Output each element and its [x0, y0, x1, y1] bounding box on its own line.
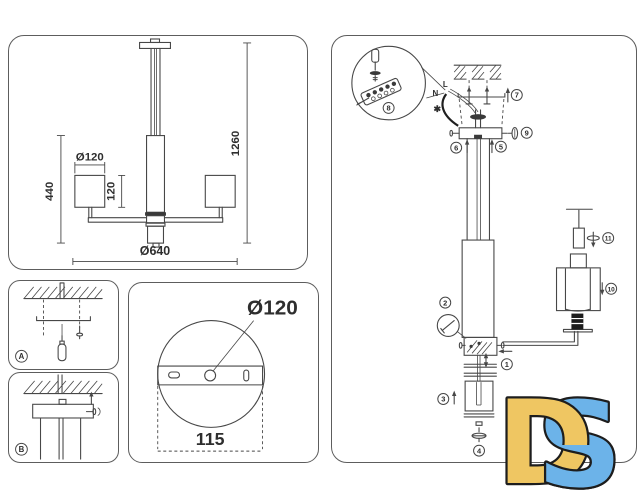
- central-column: [461, 138, 495, 338]
- step-10-label: 10: [608, 286, 616, 293]
- dimension-lines: Ø120 440 120 1260 Ø640: [44, 42, 252, 266]
- socket-black: [571, 313, 584, 330]
- dim-shade-diameter: Ø120: [76, 151, 104, 163]
- step-8-label: 8: [387, 104, 391, 113]
- dim-arm-section-height: 440: [44, 182, 56, 201]
- slot-left: [168, 371, 181, 379]
- detail-b-label: B: [19, 445, 25, 454]
- mounting-bar: [157, 365, 264, 386]
- up-arrow: [89, 391, 94, 405]
- step-3-arrow: [452, 390, 457, 405]
- panel-detail-b: B: [8, 372, 119, 463]
- step-badge: [520, 126, 533, 139]
- step-1-label: 1: [505, 360, 509, 369]
- ceiling-hatch: [23, 286, 103, 300]
- wire-neutral-label: N: [432, 89, 438, 98]
- mounting-bracket: [457, 86, 506, 126]
- step-5-arrow: [489, 139, 495, 154]
- logo-ds: S D S: [495, 374, 625, 500]
- step-4-label: 4: [477, 446, 482, 455]
- detail-a-drawing: A: [15, 282, 103, 363]
- side-screw-icon: [85, 407, 101, 416]
- step-badge: [500, 358, 513, 371]
- wire-stub: [356, 97, 370, 106]
- finial-icon: [471, 427, 487, 443]
- step-6-label: 6: [454, 143, 458, 152]
- center-hole: [204, 369, 217, 382]
- panel-assembly: 8 N L ✱: [331, 35, 637, 463]
- step-7-label: 7: [515, 91, 519, 100]
- screwdriver-icon: [57, 324, 67, 362]
- dim-fixture-diameter: Ø640: [140, 244, 171, 258]
- dim-shade-height: 120: [106, 182, 118, 201]
- chandelier-outline: [74, 38, 236, 248]
- ceiling-hatch: [23, 380, 103, 395]
- note-asterisk: ✱: [434, 104, 442, 114]
- wiring-detail-callout: 8: [351, 45, 446, 121]
- dimension-drawing: Ø120 440 120 1260 Ø640: [44, 38, 252, 266]
- screwdriver-icon: [369, 48, 381, 82]
- panel-dimensions: Ø120 440 120 1260 Ø640: [8, 35, 308, 270]
- lamp-arm: [502, 328, 593, 346]
- lower-stack: [463, 355, 497, 426]
- logo-letter-s: S: [537, 376, 622, 500]
- step-10-arrow: [600, 282, 605, 296]
- step-11-rotate-icon: [586, 231, 600, 248]
- detail-b-badge: [15, 442, 28, 456]
- screw-icon: [76, 325, 84, 340]
- step-badge: [494, 140, 507, 153]
- assembly-drawing: 8 N L ✱: [351, 45, 618, 457]
- logo-letter-d: D: [497, 376, 593, 500]
- mounting-bracket: [36, 316, 91, 322]
- hanging-rods: [39, 417, 82, 460]
- step-badge: [473, 444, 485, 457]
- step-badge: [437, 393, 450, 405]
- step-3-label: 3: [441, 395, 445, 404]
- slot-right: [243, 369, 250, 382]
- canopy-plate: [449, 127, 508, 140]
- step-9-label: 9: [525, 128, 529, 137]
- step-badge: [450, 141, 463, 154]
- panel-detail-a: A: [8, 280, 119, 370]
- step-5-label: 5: [499, 142, 503, 151]
- logo-letter-s-overlap: S: [537, 376, 622, 500]
- threaded-rod: [57, 374, 63, 395]
- threaded-rod: [59, 282, 65, 300]
- alignment-guides: [43, 299, 81, 338]
- detail-b-drawing: B: [15, 374, 103, 460]
- detail-a-label: A: [19, 352, 25, 361]
- rod-nut: [58, 398, 67, 405]
- step-9-screw-icon: [507, 126, 519, 140]
- threaded-nipple: [470, 109, 486, 129]
- step-badge: [439, 296, 452, 309]
- hole-spacing-label: 115: [196, 429, 225, 449]
- callout-leaders: [421, 66, 446, 99]
- panel-canopy-template: Ø120 115: [128, 282, 319, 463]
- spacing-guides: [157, 385, 264, 452]
- supply-wires: [441, 88, 479, 127]
- dim-total-height: 1260: [230, 131, 242, 156]
- ceiling-hatch: [453, 64, 502, 89]
- canopy-drawing: Ø120 115: [157, 297, 298, 452]
- step-badge: [510, 89, 523, 101]
- step-1-arrow: [498, 349, 513, 354]
- bulb-icon: [565, 208, 593, 249]
- step-badge: [602, 232, 615, 245]
- brand-logo: S D S: [487, 373, 643, 500]
- step-badge: [605, 282, 618, 295]
- arm-joint-box: [458, 336, 505, 356]
- wire-live-label: L: [443, 80, 448, 89]
- socket-sleeve: [569, 253, 587, 269]
- step-2-label: 2: [443, 298, 447, 307]
- detail-a-badge: [15, 349, 28, 363]
- step-badge: [382, 101, 395, 114]
- joint-updown-arrow: [483, 352, 489, 368]
- step-7-arrow: [505, 87, 511, 103]
- canopy-plate: [32, 403, 94, 419]
- shade-glass: [555, 267, 601, 312]
- step-11-label: 11: [605, 236, 612, 243]
- canopy-diameter-label: Ø120: [247, 297, 298, 320]
- leader-line: [212, 320, 254, 372]
- terminal-block-icon: [357, 77, 402, 106]
